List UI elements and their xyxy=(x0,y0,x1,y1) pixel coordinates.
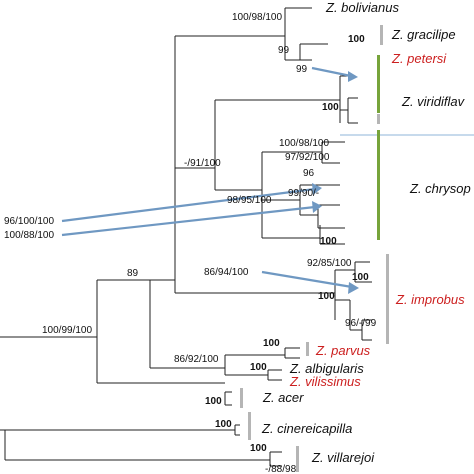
taxon-label: Z. bolivianus xyxy=(325,0,399,15)
taxon-label: Z. villarejoi xyxy=(311,450,375,465)
support-value: 100 xyxy=(250,362,267,373)
arrow-left-2 xyxy=(61,205,316,237)
support-value: 92/85/100 xyxy=(307,258,352,269)
taxon-label: Z. chrysop xyxy=(409,181,471,196)
green-bar-chrysops xyxy=(377,130,380,240)
support-value: 99 xyxy=(278,45,290,56)
taxon-label: Z. improbus xyxy=(395,292,465,307)
support-value: 96 xyxy=(303,168,315,179)
support-value: 96/-/99 xyxy=(345,318,377,329)
grey-bar-cinereicapilla xyxy=(248,412,251,440)
branch-viridiflavus xyxy=(175,75,358,190)
taxon-label: Z. viridiflav xyxy=(401,94,466,109)
taxon-label: Z. petersi xyxy=(391,51,447,66)
support-value: 100 xyxy=(215,419,232,430)
support-value: -/88/98 xyxy=(265,464,297,474)
support-value: 99/90/- xyxy=(288,188,319,199)
branch-improbus xyxy=(175,261,372,341)
grey-bar-gracilipes xyxy=(380,25,383,45)
support-value: 86/94/100 xyxy=(204,267,249,278)
taxon-label: Z. albigularis xyxy=(289,361,364,376)
support-value: 100 xyxy=(318,291,335,302)
support-value: 100/99/100 xyxy=(42,325,92,336)
arrow-viridiflavus xyxy=(311,66,352,78)
support-value: 100 xyxy=(250,443,267,454)
arrowhead-viridiflavus-icon xyxy=(348,71,358,82)
grey-bar-villarejoi xyxy=(296,446,299,472)
support-value: 86/92/100 xyxy=(174,354,219,365)
branch-albigularis xyxy=(149,280,300,381)
arrowhead-left-2-icon xyxy=(312,201,322,213)
support-value: 100 xyxy=(348,34,365,45)
branch-acer xyxy=(97,382,232,406)
arrow-left-1 xyxy=(61,187,316,223)
branch-upper xyxy=(175,7,328,61)
branch-root xyxy=(0,36,176,383)
taxon-label: Z. acer xyxy=(262,390,304,405)
support-values: 100/98/100 99 100 99 100 -/91/100 100/98… xyxy=(4,12,377,474)
green-bar-viridiflavus xyxy=(377,55,380,113)
arrow-improbus xyxy=(261,270,353,289)
support-value: 100 xyxy=(320,236,337,247)
support-value: 100 xyxy=(205,396,222,407)
branch-outgroup xyxy=(0,424,282,467)
support-value: 100/98/100 xyxy=(279,138,329,149)
taxon-label: Z. gracilipe xyxy=(391,27,456,42)
support-value: 100 xyxy=(263,338,280,349)
arrowhead-left-1-icon xyxy=(312,183,322,195)
grey-bar-acer xyxy=(240,388,243,408)
support-value: 100/88/100 xyxy=(4,230,54,241)
arrowhead-improbus-icon xyxy=(348,282,359,294)
support-value: 100 xyxy=(352,272,369,283)
support-value: 100/98/100 xyxy=(232,12,282,23)
annotation-arrows xyxy=(61,66,359,294)
support-value: 98/95/100 xyxy=(227,195,272,206)
support-value: 89 xyxy=(127,268,139,279)
support-value: 96/100/100 xyxy=(4,216,54,227)
grey-bar-viridiflavus xyxy=(377,114,380,124)
grey-bar-parvus xyxy=(306,342,309,356)
tree-branches xyxy=(0,7,372,467)
support-value: 99 xyxy=(296,64,308,75)
taxon-labels: Z. bolivianus Z. gracilipe Z. petersi Z.… xyxy=(261,0,471,465)
taxon-label: Z. parvus xyxy=(315,343,371,358)
support-value: -/91/100 xyxy=(184,158,221,169)
support-value: 97/92/100 xyxy=(285,152,330,163)
taxon-label: Z. vilissimus xyxy=(289,374,361,389)
grey-bar-improbus xyxy=(386,254,389,344)
taxon-label: Z. cinereicapilla xyxy=(261,421,352,436)
support-value: 100 xyxy=(322,102,339,113)
